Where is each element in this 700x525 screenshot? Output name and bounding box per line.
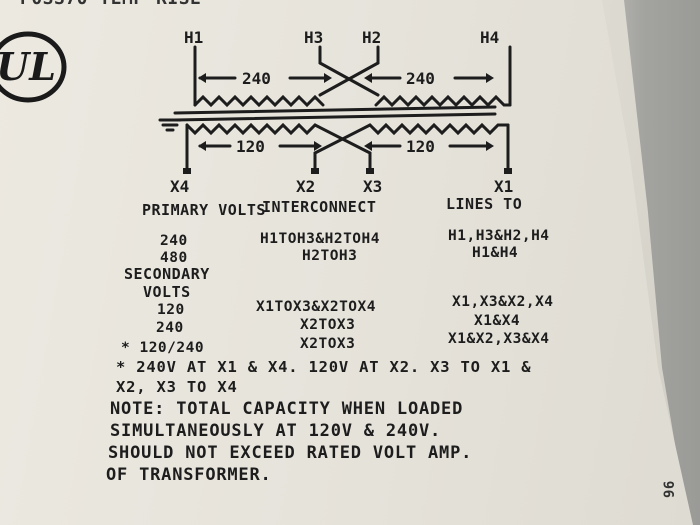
secondary-lines-row2: X1&X4 — [474, 313, 521, 329]
note-line4: OF TRANSFORMER. — [106, 465, 272, 485]
secondary-volts-row2: 240 — [156, 320, 184, 336]
terminal-x2-label: X2 — [296, 177, 315, 196]
secondary-volts-header: VOLTS — [143, 283, 191, 301]
secondary-interconnect-row3: X2TOX3 — [300, 336, 356, 352]
primary-volts-row1: 240 — [160, 233, 188, 249]
stamp-number: 96 — [662, 480, 678, 498]
terminal-h4-label: H4 — [480, 28, 499, 47]
secondary-interconnect-row1: X1TOX3&X2TOX4 — [256, 299, 376, 315]
primary-voltage-right: 240 — [406, 69, 435, 88]
top-strip-text: P0SS70 TEMP RISE — [20, 0, 201, 9]
interconnect-header: INTERCONNECT — [262, 198, 377, 216]
primary-lines-row1: H1,H3&H2,H4 — [448, 228, 550, 244]
footnote-line2: X2, X3 TO X4 — [116, 378, 238, 396]
primary-voltage-left: 240 — [242, 69, 271, 88]
ul-logo-text: UL — [0, 44, 56, 89]
secondary-voltage-right: 120 — [406, 137, 435, 156]
secondary-lines-row1: X1,X3&X2,X4 — [452, 294, 554, 310]
transformer-diagram: H1 H3 H2 H4 240 240 120 120 X4 X2 X3 X1 — [158, 28, 513, 196]
terminal-h2-label: H2 — [362, 28, 381, 47]
primary-interconnect-row1: H1TOH3&H2TOH4 — [260, 231, 380, 247]
terminal-x3-label: X3 — [363, 177, 382, 196]
secondary-volts-row3: * 120/240 — [121, 340, 205, 356]
terminal-h3-label: H3 — [304, 28, 323, 47]
secondary-lines-row3: X1&X2,X3&X4 — [448, 331, 550, 347]
primary-lines-row2: H1&H4 — [472, 245, 519, 261]
footnote-line1: * 240V AT X1 & X4. 120V AT X2. X3 TO X1 … — [116, 358, 532, 376]
terminal-x4-label: X4 — [170, 177, 189, 196]
primary-volts-row2: 480 — [160, 250, 188, 266]
primary-volts-header: PRIMARY VOLTS — [142, 201, 266, 219]
note-line3: SHOULD NOT EXCEED RATED VOLT AMP. — [108, 443, 473, 463]
secondary-header: SECONDARY — [124, 265, 210, 283]
lines-to-header: LINES TO — [446, 195, 523, 213]
terminal-x1-label: X1 — [494, 177, 513, 196]
terminal-h1-label: H1 — [184, 28, 203, 47]
secondary-interconnect-row2: X2TOX3 — [300, 317, 356, 333]
primary-interconnect-row2: H2TOH3 — [302, 248, 358, 264]
secondary-voltage-left: 120 — [236, 137, 265, 156]
ul-logo: UL — [0, 31, 67, 103]
secondary-volts-row1: 120 — [157, 302, 185, 318]
note-line2: SIMULTANEOUSLY AT 120V & 240V. — [110, 421, 442, 441]
note-line1: NOTE: TOTAL CAPACITY WHEN LOADED — [110, 399, 464, 419]
